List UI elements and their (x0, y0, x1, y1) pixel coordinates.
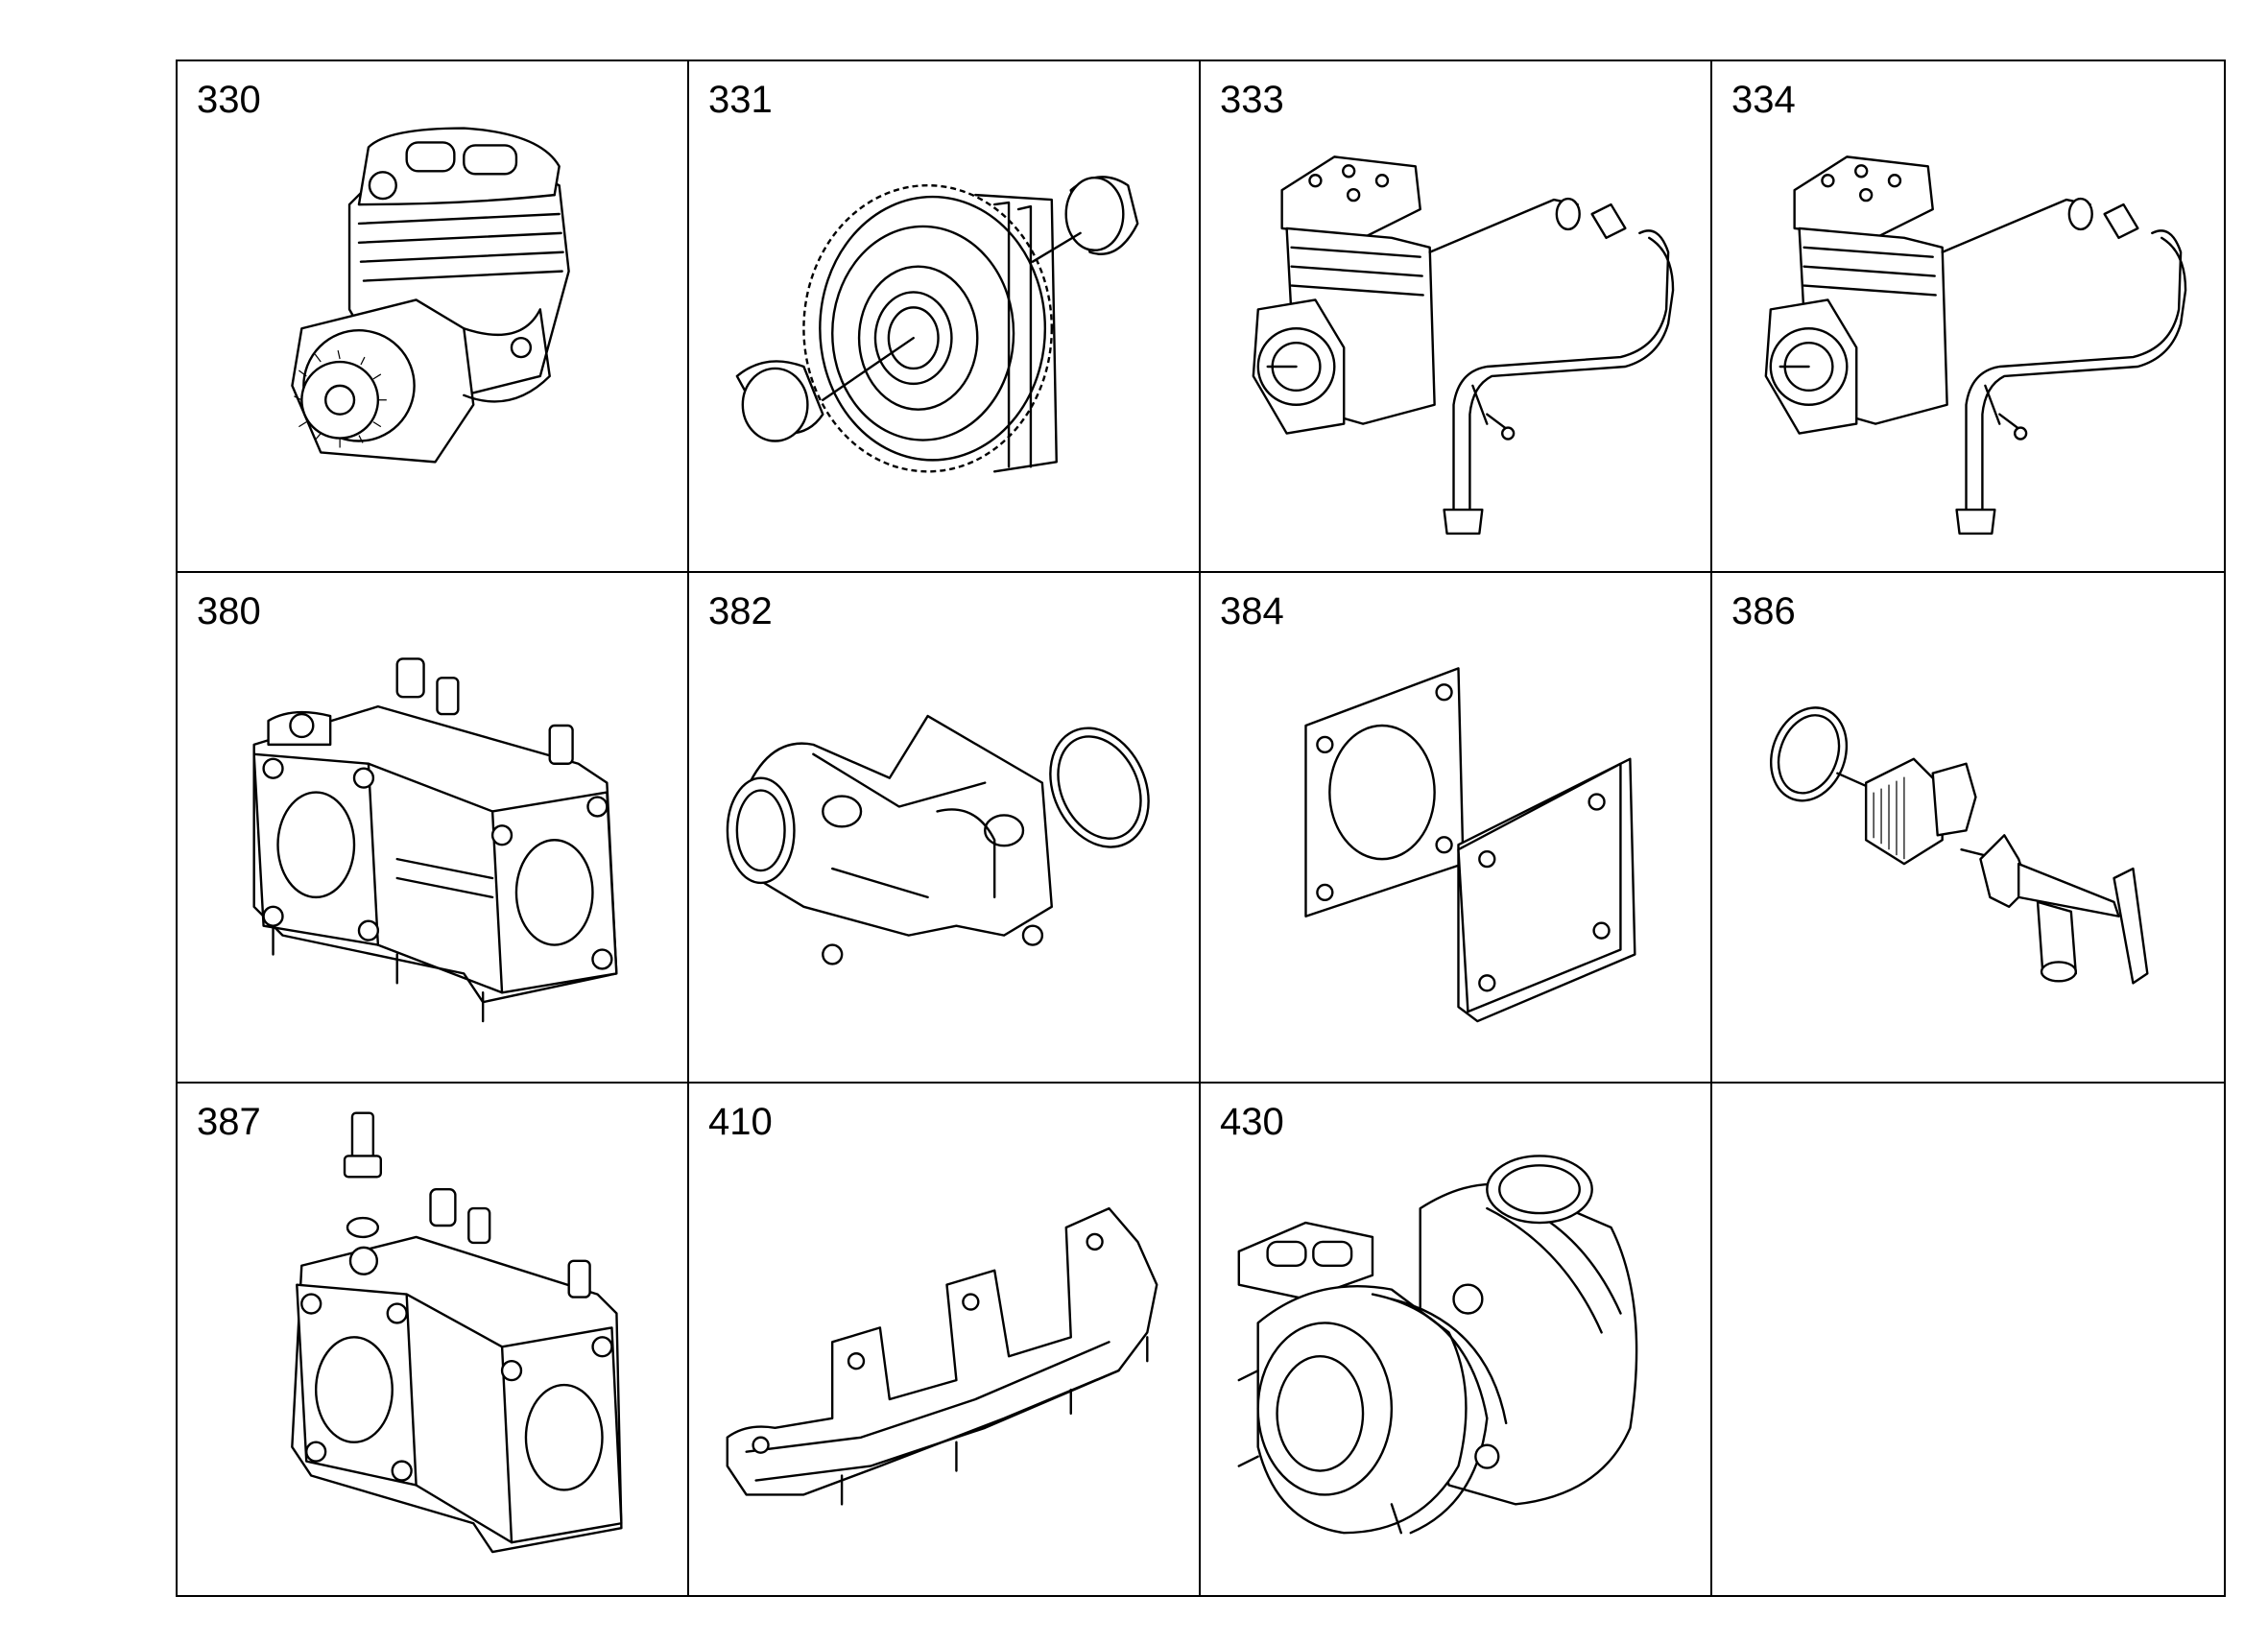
part-cell-430[interactable]: 430 (1201, 1084, 1712, 1595)
part-cell-386[interactable]: 386 (1712, 573, 2224, 1084)
turbocharger-icon (1201, 1084, 1710, 1595)
part-number: 382 (708, 589, 773, 632)
drain-tap-icon (1712, 573, 2224, 1083)
part-number: 333 (1220, 79, 1284, 121)
part-number: 331 (708, 79, 773, 121)
housing-block-with-fitting-icon (178, 1084, 687, 1595)
part-cell-387[interactable]: 387 (178, 1084, 689, 1595)
gear-wheel-icon (689, 61, 1199, 571)
gasket-and-plate-icon (1201, 573, 1710, 1083)
part-number: 330 (197, 79, 261, 121)
elbow-connector-icon (689, 573, 1199, 1083)
part-number: 384 (1220, 589, 1284, 632)
part-cell-382[interactable]: 382 (689, 572, 1201, 1084)
part-number: 387 (197, 1101, 261, 1144)
part-number: 386 (1731, 589, 1796, 632)
part-number: 410 (708, 1101, 773, 1144)
air-compressor-with-pipe-icon (1201, 61, 1710, 571)
part-cell-334[interactable]: 334 (1712, 61, 2224, 573)
part-cell-410[interactable]: 410 (689, 1084, 1201, 1595)
air-compressor-with-pipe-icon (1712, 61, 2224, 571)
empty-cell (1712, 1084, 2224, 1595)
part-cell-330[interactable]: 330 (178, 61, 689, 573)
housing-block-icon (178, 573, 687, 1083)
air-compressor-icon (178, 61, 687, 571)
part-cell-380[interactable]: 380 (178, 572, 689, 1084)
exhaust-manifold-icon (689, 1084, 1199, 1595)
part-cell-384[interactable]: 384 (1201, 572, 1712, 1084)
part-number: 430 (1220, 1101, 1284, 1144)
part-cell-333[interactable]: 333 (1201, 61, 1712, 573)
part-number: 380 (197, 589, 261, 632)
parts-grid: 330 331 (176, 60, 2226, 1597)
part-number: 334 (1731, 79, 1796, 121)
part-cell-331[interactable]: 331 (689, 61, 1201, 573)
